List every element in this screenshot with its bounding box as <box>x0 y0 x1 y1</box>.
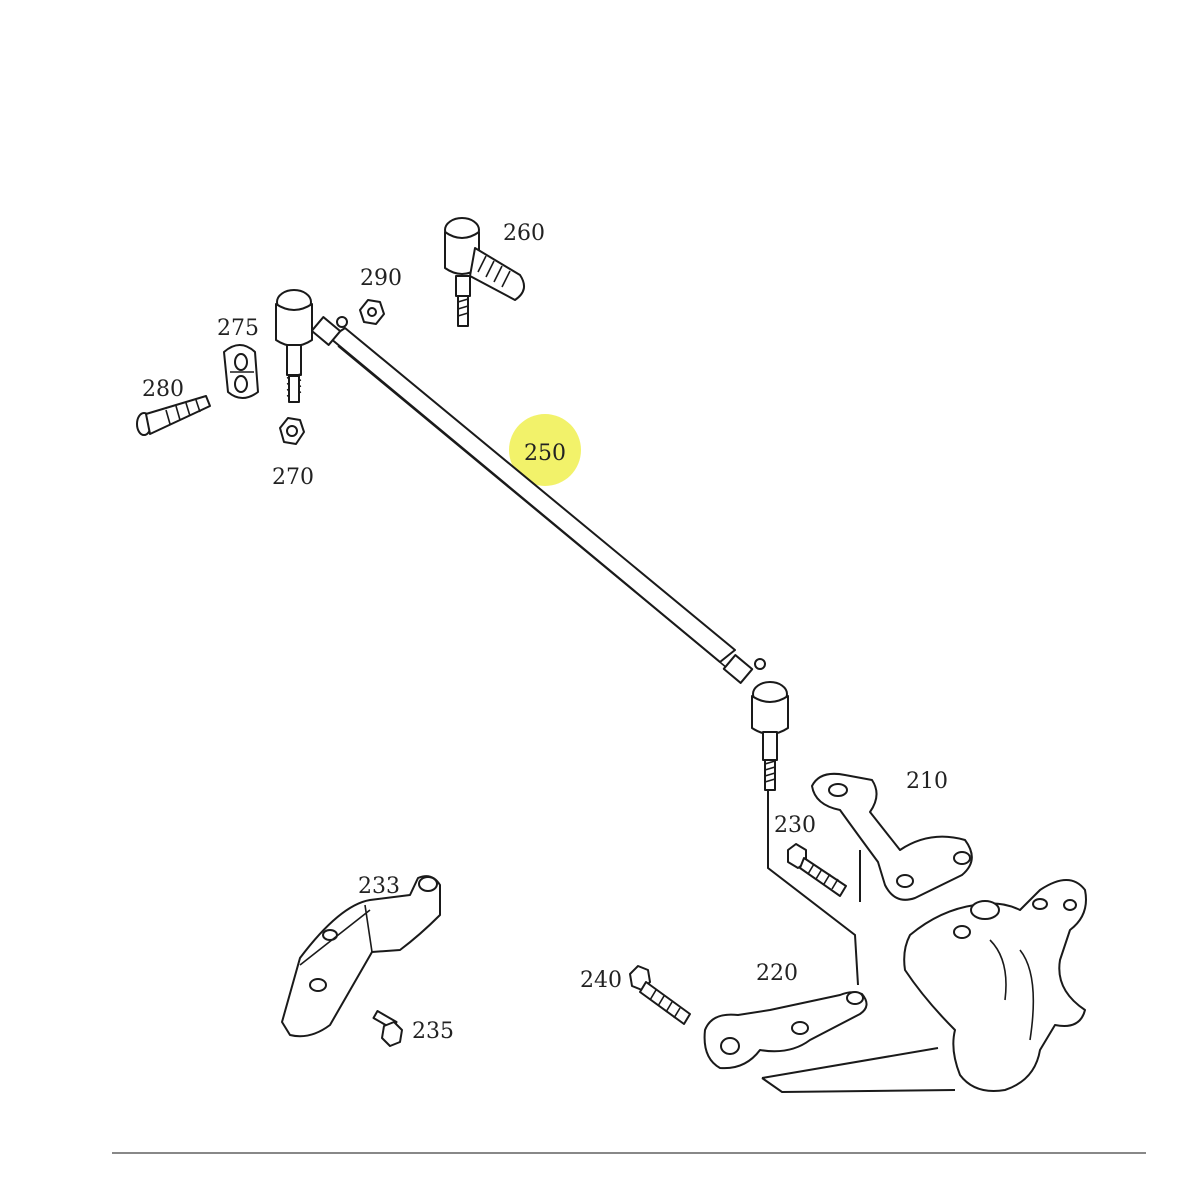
callout-250: 250 <box>524 441 566 466</box>
highlight-250 <box>509 414 581 486</box>
callout-235: 235 <box>412 1019 454 1044</box>
callout-220: 220 <box>756 961 798 986</box>
callout-290: 290 <box>360 266 402 291</box>
nut-270[interactable] <box>279 417 305 445</box>
callout-275: 275 <box>217 316 259 341</box>
callout-280: 280 <box>142 377 184 402</box>
clamp-275[interactable] <box>223 344 259 399</box>
callout-240: 240 <box>580 968 622 993</box>
bolt-235[interactable] <box>372 1010 403 1047</box>
ball-joint-260[interactable] <box>444 217 525 327</box>
bolt-230[interactable] <box>787 843 847 897</box>
tie-rod-250[interactable] <box>310 316 766 684</box>
idler-arm-210[interactable] <box>811 772 973 901</box>
bolt-280[interactable] <box>136 395 211 436</box>
bracket-233[interactable] <box>281 875 441 1038</box>
right-ball-joint[interactable] <box>751 681 789 791</box>
pitman-arm-220[interactable] <box>703 991 868 1070</box>
callout-210: 210 <box>906 769 948 794</box>
steering-gear-housing[interactable] <box>903 879 1087 1092</box>
leader-lines <box>761 790 956 1094</box>
callout-233: 233 <box>358 874 400 899</box>
callout-270: 270 <box>272 465 314 490</box>
callout-260: 260 <box>503 221 545 246</box>
left-ball-joint[interactable] <box>275 289 313 403</box>
callout-230: 230 <box>774 813 816 838</box>
nut-290[interactable] <box>359 299 385 325</box>
bolt-240[interactable] <box>629 965 691 1025</box>
